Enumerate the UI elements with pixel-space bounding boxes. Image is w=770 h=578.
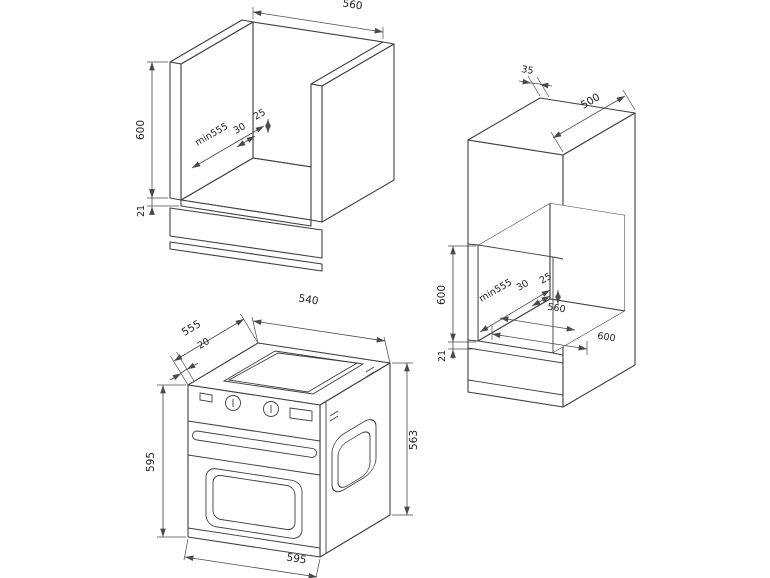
- base-cabinet-structure: [169, 19, 395, 272]
- oven-door-window: [205, 468, 303, 539]
- dim-label-front-frame-depth: 20: [196, 336, 212, 352]
- floor-front-band: [180, 199, 312, 227]
- dim-label-cabinet-width: 600: [597, 331, 617, 345]
- plinth-band: [169, 241, 323, 272]
- dim-label-width: 595: [286, 552, 308, 567]
- dim-label-depth: 555: [180, 318, 203, 339]
- dim-label-rear-gap-a: 30: [232, 121, 248, 137]
- dim-label-niche-height: 600: [135, 120, 147, 140]
- panel-left-badge: [199, 392, 213, 403]
- tall-cabinet-structure: [467, 97, 636, 408]
- oven-knob-right[interactable]: [263, 401, 279, 417]
- drawer-front: [169, 207, 323, 259]
- dim-label-height: 595: [145, 452, 157, 472]
- niche-back-wall: [549, 203, 625, 312]
- tall-cabinet-drawing: 500 35 600 21 min555 30: [436, 64, 636, 408]
- oven-display: [289, 407, 313, 422]
- oven-drawing: 540 555 20 563 595 595: [145, 293, 420, 578]
- dim-label-panel-thickness: 21: [136, 205, 147, 217]
- dim-label-panel-thickness: 21: [437, 350, 448, 362]
- oven-handle[interactable]: [192, 430, 317, 458]
- base-cabinet-drawing: 560 600 21 min555 30 25: [135, 0, 395, 272]
- dim-label-niche-width: 560: [342, 0, 364, 13]
- dim-label-body-width: 540: [298, 293, 320, 308]
- left-wall-front: [169, 61, 182, 201]
- right-wall-front: [310, 83, 323, 223]
- top-recess-outer: [222, 350, 365, 395]
- dim-label-rear-gap-b: 25: [538, 271, 554, 287]
- oven-front-face: [187, 384, 321, 558]
- dim-label-rear-gap-a: 30: [515, 278, 531, 294]
- oven-structure: [187, 342, 391, 558]
- dim-label-niche-width: 560: [547, 302, 567, 316]
- side-panel-emboss: [331, 419, 377, 493]
- dim-label-rear-gap-b: 25: [252, 107, 268, 123]
- dim-label-body-height: 563: [408, 430, 420, 450]
- side-vent-slots: [329, 366, 375, 422]
- oven-knob-left[interactable]: [225, 395, 241, 411]
- dim-label-top-offset: 35: [521, 64, 535, 77]
- dim-label-niche-height: 600: [436, 285, 448, 305]
- top-recess-inner: [227, 352, 359, 393]
